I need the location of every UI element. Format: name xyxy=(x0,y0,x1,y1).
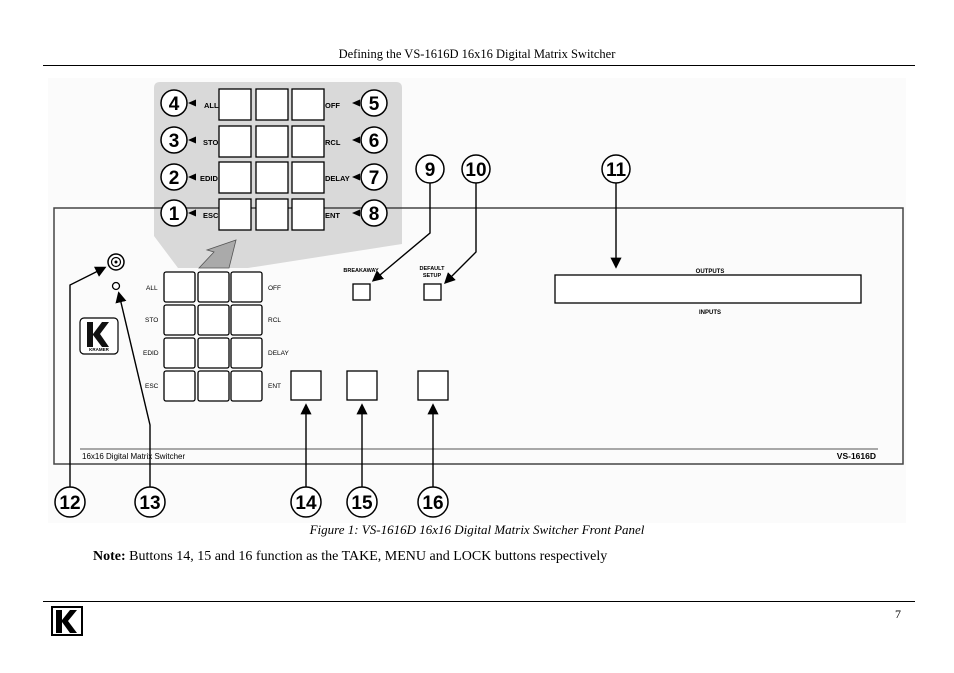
inset-label-rcl: RCL xyxy=(325,138,341,147)
panel-label-edid: EDID xyxy=(143,350,159,357)
callout-4: 4 xyxy=(169,94,180,115)
inset-label-delay: DELAY xyxy=(325,174,350,183)
callout-10: 10 xyxy=(465,160,486,181)
header-rule xyxy=(43,65,915,66)
panel-label-esc: ESC xyxy=(145,383,159,390)
callout-6: 6 xyxy=(369,131,380,152)
panel-label-off: OFF xyxy=(268,285,281,292)
led-indicator-icon xyxy=(111,281,121,291)
zoom-arrow-icon xyxy=(198,239,237,269)
callout-16: 16 xyxy=(422,493,443,514)
menu-button xyxy=(346,370,378,401)
callout-9: 9 xyxy=(425,160,436,181)
panel-keypad xyxy=(163,271,263,402)
note-paragraph: Note: Buttons 14, 15 and 16 function as … xyxy=(93,549,607,565)
panel-label-delay: DELAY xyxy=(268,350,289,357)
callout-13: 13 xyxy=(139,493,160,514)
callout-2: 2 xyxy=(169,168,180,189)
panel-outline xyxy=(53,207,904,465)
inset-label-all: ALL xyxy=(204,101,219,110)
inset-label-esc: ESC xyxy=(203,211,219,220)
outputs-label: OUTPUTS xyxy=(696,269,725,275)
callout-12: 12 xyxy=(59,493,80,514)
panel-model-id: VS-1616D xyxy=(837,451,876,461)
inset-label-sto: STO xyxy=(203,138,218,147)
note-text: Buttons 14, 15 and 16 function as the TA… xyxy=(125,549,608,564)
breakaway-button xyxy=(352,283,371,301)
callout-8: 8 xyxy=(369,204,380,225)
default-setup-label-1: DEFAULT xyxy=(420,266,446,272)
page-header-title: Defining the VS-1616D 16x16 Digital Matr… xyxy=(338,47,616,61)
figure-caption: Figure 1: VS-1616D 16x16 Digital Matrix … xyxy=(309,522,645,537)
callout-7: 7 xyxy=(369,168,380,189)
breakaway-label: BREAKAWAY xyxy=(343,268,379,274)
take-button xyxy=(290,370,322,401)
panel-label-ent: ENT xyxy=(268,383,281,390)
panel-label-all: ALL xyxy=(146,285,158,292)
inset-label-off: OFF xyxy=(325,101,340,110)
callout-14: 14 xyxy=(295,493,317,514)
lock-button xyxy=(417,370,449,401)
default-setup-button xyxy=(423,283,442,301)
callout-3: 3 xyxy=(169,131,180,152)
panel-model-label: 16x16 Digital Matrix Switcher xyxy=(82,452,185,461)
inset-keypad xyxy=(218,88,325,231)
inset-label-edid: EDID xyxy=(200,174,219,183)
inputs-label: INPUTS xyxy=(699,310,721,316)
page-number: 7 xyxy=(895,607,901,621)
callout-5: 5 xyxy=(369,94,380,115)
inset-label-ent: ENT xyxy=(325,211,340,220)
kramer-panel-logo-icon: KRAMER xyxy=(79,317,119,355)
callout-15: 15 xyxy=(351,493,373,514)
default-setup-label-2: SETUP xyxy=(423,273,442,279)
callout-11: 11 xyxy=(606,160,627,181)
svg-text:KRAMER: KRAMER xyxy=(89,347,109,352)
lcd-display xyxy=(554,274,862,304)
footer-rule xyxy=(43,601,915,602)
panel-label-sto: STO xyxy=(145,317,158,324)
panel-label-rcl: RCL xyxy=(268,317,281,324)
callout-1: 1 xyxy=(169,204,180,225)
kramer-logo-icon xyxy=(51,606,83,636)
note-label: Note: xyxy=(93,549,126,564)
